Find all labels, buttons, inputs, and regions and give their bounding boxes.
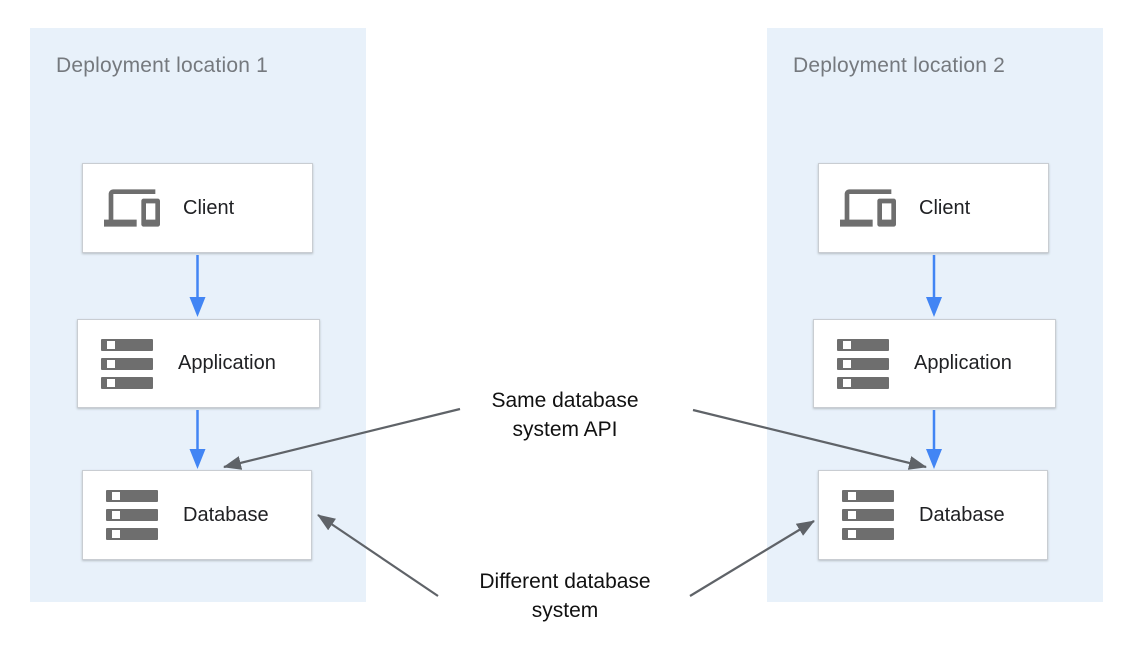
node-label: Application (914, 352, 1012, 374)
node-label: Application (178, 352, 276, 374)
storage-icon (840, 490, 896, 540)
node-client-1: Client (82, 163, 313, 253)
annotation-line: system (531, 599, 599, 622)
node-database-1: Database (82, 470, 312, 560)
node-label: Database (183, 503, 269, 526)
panel-deployment-1: Deployment location 1 Client (30, 28, 366, 602)
storage-icon (104, 490, 160, 540)
annotation-line: system API (512, 418, 618, 441)
node-label: Client (919, 196, 971, 219)
storage-icon (835, 338, 891, 389)
annotation-diff-system: Different database system (415, 567, 715, 625)
node-database-2: Database (818, 470, 1048, 560)
panel-deployment-2: Deployment location 2 Client (767, 28, 1103, 602)
annotation-same-api: Same database system API (415, 386, 715, 444)
storage-icon (99, 338, 155, 389)
node-label: Client (183, 196, 235, 219)
panel-title: Deployment location 2 (793, 54, 1005, 77)
annotation-line: Same database (491, 389, 639, 412)
annotation-line: Different database (479, 570, 651, 593)
node-application-2: Application (813, 319, 1056, 408)
panel-title: Deployment location 1 (56, 54, 268, 77)
devices-icon (840, 180, 896, 236)
node-client-2: Client (818, 163, 1049, 253)
node-application-1: Application (77, 319, 320, 408)
node-label: Database (919, 503, 1005, 526)
devices-icon (104, 180, 160, 236)
